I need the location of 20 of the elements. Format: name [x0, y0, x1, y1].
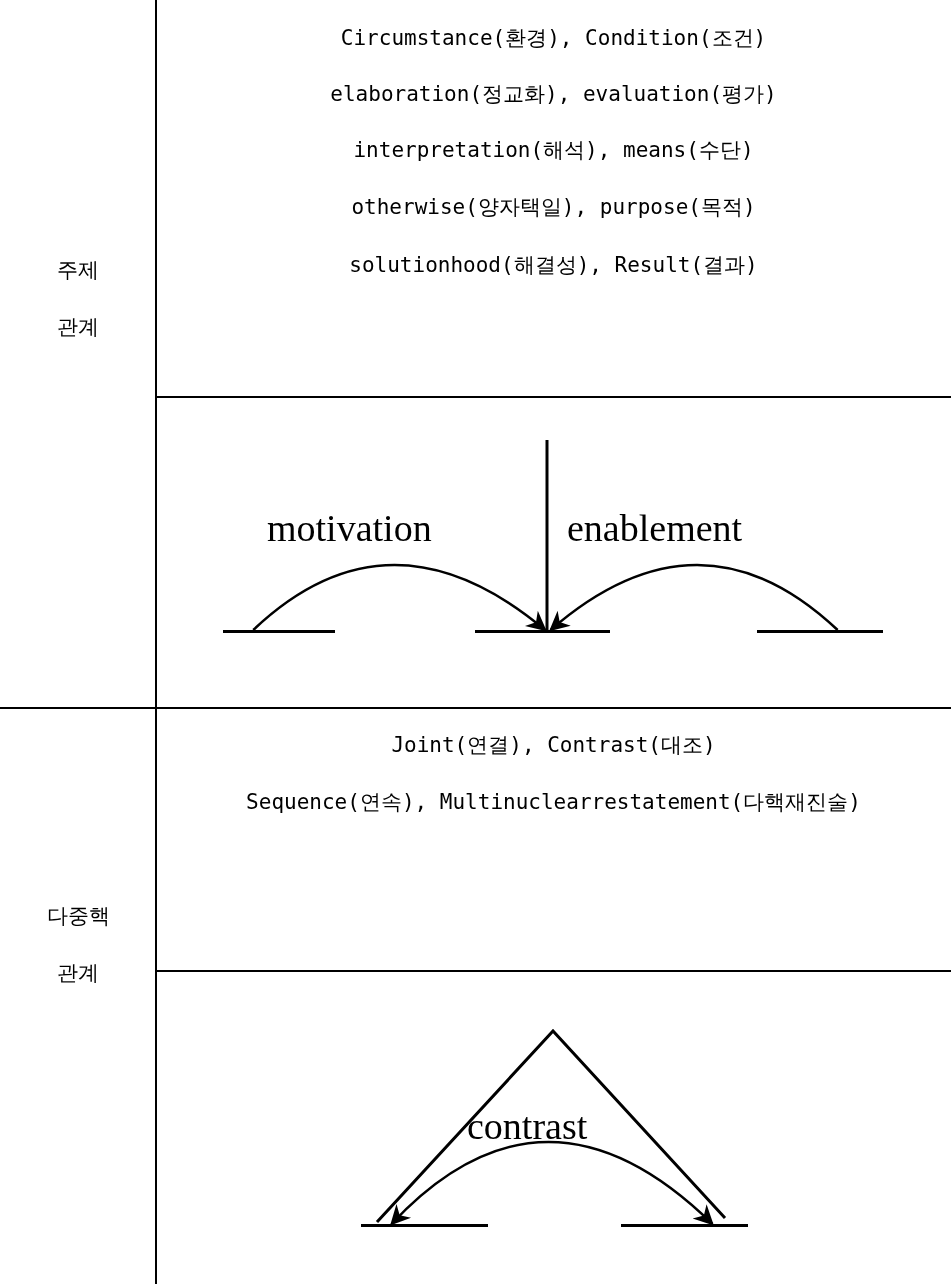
row-heading: 다중핵 관계 — [45, 903, 111, 987]
row-heading: 주제 관계 — [56, 257, 100, 341]
table-text: Circumstance(환경), Condition(조건) — [339, 25, 768, 52]
table-text: Sequence(연속), Multinuclearrestatement(다핵재진술) — [245, 789, 862, 816]
table-text: elaboration(정교화), evaluation(평가) — [329, 81, 778, 108]
table-text: Joint(연결), Contrast(대조) — [390, 732, 717, 759]
span-segment — [475, 630, 610, 633]
edge-label: enablement — [566, 508, 744, 548]
arrow — [549, 563, 839, 632]
span-segment — [361, 1224, 488, 1227]
arrow — [252, 563, 547, 632]
table-text: solutionhood(해결성), Result(결과) — [348, 252, 759, 279]
arrow — [390, 1140, 714, 1226]
table-text: otherwise(양자택일), purpose(목적) — [350, 194, 757, 221]
span-segment — [757, 630, 883, 633]
table-text: interpretation(해석), means(수단) — [352, 137, 755, 164]
span-segment — [621, 1224, 748, 1227]
span-segment — [223, 630, 335, 633]
edge-label: contrast — [466, 1106, 589, 1146]
edge-label: motivation — [266, 508, 433, 548]
